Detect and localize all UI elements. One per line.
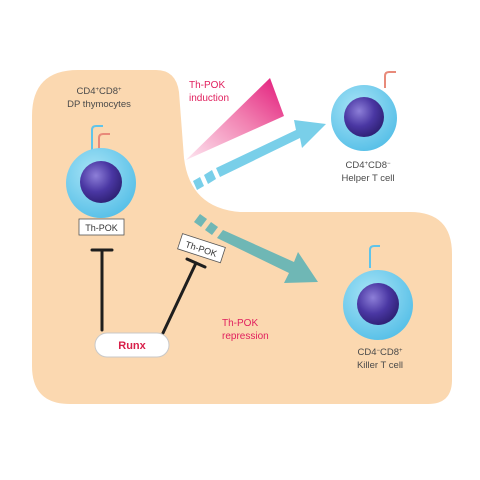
thpok-induction-label: Th-POK induction: [189, 80, 229, 104]
thpok-box-repressed: Th-POK: [177, 233, 226, 264]
runx-label: Runx: [118, 340, 146, 352]
svg-text:CD4+CD8+: CD4+CD8+: [76, 86, 122, 97]
runx-node: Runx: [94, 332, 170, 358]
helper-cell-nucleus: [344, 97, 384, 137]
repression-arrow: [194, 214, 318, 283]
svg-text:CD4+CD8−: CD4+CD8−: [345, 160, 391, 171]
svg-text:induction: induction: [189, 93, 229, 104]
receptor-cd4-icon: [98, 133, 110, 152]
receptor-cd8-icon: [91, 125, 103, 150]
receptor-cd4-icon: [384, 71, 396, 88]
svg-text:repression: repression: [222, 331, 269, 342]
killer-cell-nucleus: [357, 283, 399, 325]
dp-thymocyte-cell: [66, 125, 136, 218]
svg-text:Th-POK: Th-POK: [189, 80, 225, 91]
svg-text:Killer T cell: Killer T cell: [357, 360, 403, 371]
dp-thymocyte-label: CD4+CD8+ DP thymocytes: [67, 86, 131, 110]
thpok-box-dp: Th-POK: [78, 218, 125, 236]
svg-text:Helper T cell: Helper T cell: [342, 173, 395, 184]
induction-arrow: [193, 120, 326, 190]
dp-cell-nucleus: [80, 161, 122, 203]
inhibition-lines: [90, 248, 207, 335]
killer-t-cell-label: CD4−CD8+ Killer T cell: [357, 347, 403, 371]
svg-text:DP thymocytes: DP thymocytes: [67, 99, 131, 110]
helper-t-cell: [331, 71, 397, 151]
receptor-cd8-icon: [369, 245, 380, 268]
induction-wedge: [186, 78, 284, 160]
svg-text:CD4−CD8+: CD4−CD8+: [357, 347, 403, 358]
killer-t-cell: [343, 245, 413, 340]
thpok-repression-label: Th-POK repression: [222, 318, 269, 342]
helper-t-cell-label: CD4+CD8− Helper T cell: [342, 160, 395, 184]
svg-text:Th-POK: Th-POK: [85, 223, 118, 233]
svg-text:Th-POK: Th-POK: [222, 318, 258, 329]
